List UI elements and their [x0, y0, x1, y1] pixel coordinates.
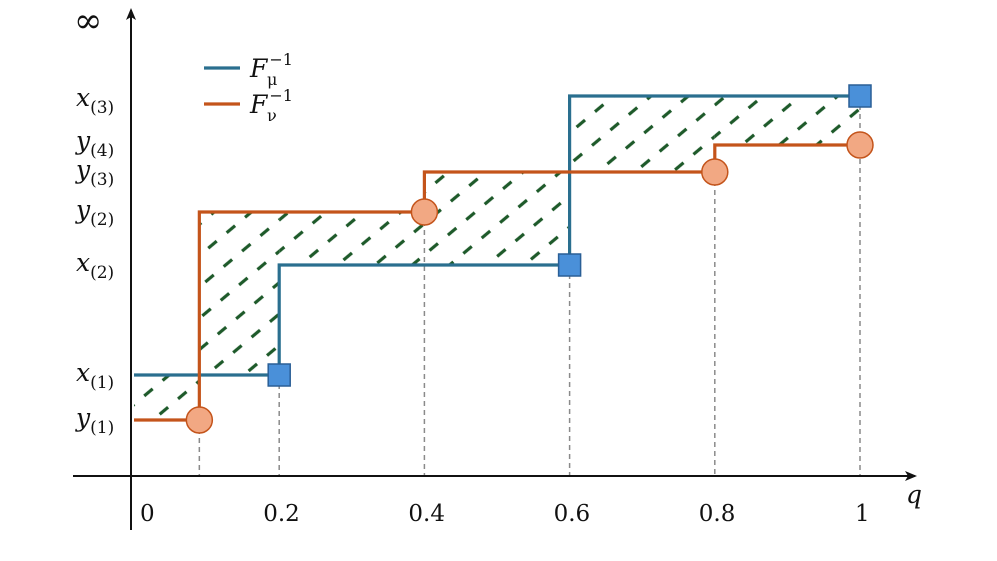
y-label-x3: x(3) [76, 83, 114, 118]
x-tick-label: 1 [855, 501, 870, 527]
legend-superscript: −1 [269, 50, 293, 69]
y-label-y4: y(4) [75, 126, 114, 161]
legend-subscript: ν [267, 106, 277, 125]
legend-base: F [249, 54, 269, 83]
circle-marker [185, 406, 214, 434]
hatch-region [424, 172, 570, 265]
legend-subscript: μ [267, 70, 277, 89]
legend-superscript: −1 [269, 86, 293, 105]
y-infinity-label: ∞ [74, 1, 102, 41]
hatch-region [714, 96, 860, 145]
y-label-index: (3) [90, 170, 114, 190]
hatch-region [279, 212, 425, 265]
x-tick-label: 0.8 [699, 501, 736, 527]
square-marker [557, 253, 582, 277]
y-label-x1: x(1) [76, 358, 114, 393]
y-label-base: x [76, 83, 90, 112]
y-label-base: y [75, 126, 91, 155]
series-lines [134, 94, 860, 422]
y-label-index: (1) [90, 373, 114, 393]
hatch-region [569, 96, 715, 172]
circle-marker [410, 198, 439, 226]
y-label-y2: y(2) [75, 195, 114, 230]
square-marker [848, 84, 872, 108]
y-label-base: y [75, 155, 91, 184]
legend-base: F [249, 90, 269, 119]
circle-marker [701, 158, 729, 186]
series-markers [185, 84, 874, 434]
series-line-nu [134, 143, 860, 422]
hatch-region [199, 212, 280, 375]
fill-between-region [134, 96, 860, 420]
y-label-x2: x(2) [76, 248, 114, 283]
y-label-y3: y(3) [75, 155, 114, 190]
y-label-base: y [75, 195, 91, 224]
x-tick-label: 0 [140, 501, 155, 527]
y-label-y1: y(1) [75, 403, 114, 438]
series-line-mu [134, 94, 860, 377]
x-tick-label: 0.6 [554, 501, 591, 527]
y-label-index: (2) [90, 210, 114, 230]
circle-marker [846, 131, 874, 159]
y-label-base: y [75, 403, 91, 432]
x-axis-label: q [906, 480, 922, 509]
x-tick-label: 0.4 [408, 501, 445, 527]
y-label-index: (2) [90, 263, 114, 283]
y-label-base: x [76, 358, 90, 387]
y-label-index: (3) [90, 98, 114, 118]
y-label-index: (4) [90, 141, 114, 161]
axes [73, 8, 917, 530]
x-tick-label: 0.2 [263, 501, 300, 527]
square-marker [267, 363, 291, 387]
y-label-base: x [76, 248, 90, 277]
y-label-index: (1) [90, 418, 114, 438]
vertical-dashed-guides [198, 96, 861, 476]
